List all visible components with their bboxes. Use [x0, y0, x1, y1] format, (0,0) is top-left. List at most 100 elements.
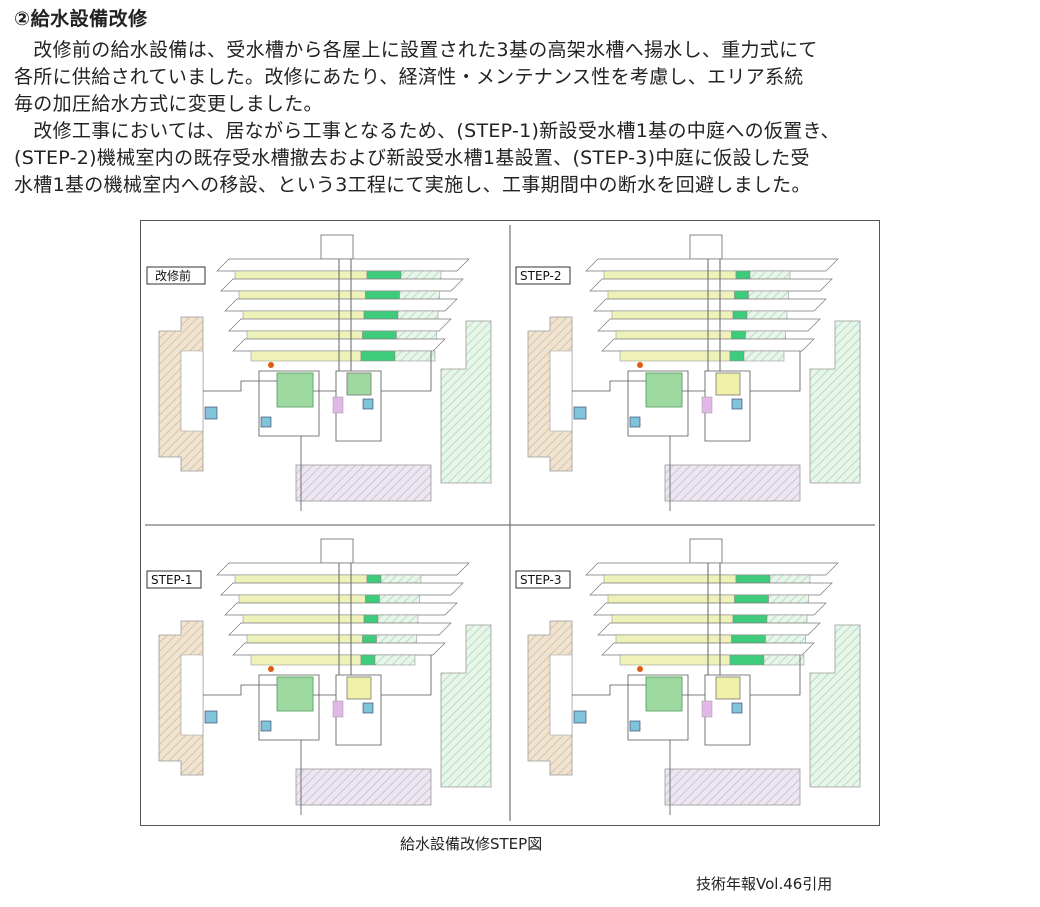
panel-label: STEP-3 [520, 573, 561, 587]
tank-marker [637, 362, 643, 368]
panel-label: STEP-2 [520, 269, 561, 283]
water-tank [645, 676, 683, 712]
panel-label-box [515, 570, 571, 589]
floor-slab [597, 318, 821, 332]
paragraph-line: 改修工事においては、居ながら工事となるため、(STEP-1)新設受水槽1基の中庭… [14, 120, 840, 142]
floor-slab [593, 298, 827, 312]
pump-icon [204, 710, 218, 724]
floor-slab [589, 582, 833, 596]
floor-slab [228, 622, 452, 636]
panel-label: STEP-1 [151, 573, 192, 587]
floor-zone [619, 654, 731, 666]
floor-slab [585, 258, 839, 272]
floor-zone-hatched [394, 350, 436, 362]
building-right [809, 320, 861, 484]
pink-zone [332, 396, 344, 414]
supply-pipe [203, 380, 277, 392]
pump-unit [715, 372, 741, 396]
paragraph-before: 改修前の給水設備は、受水槽から各屋上に設置された3基の高架水槽へ揚水し、重力式に… [14, 37, 1024, 118]
water-tank [645, 372, 683, 408]
pump-icon [629, 416, 641, 428]
supply-pipe [572, 380, 646, 392]
floor-zone-highlight [729, 350, 745, 362]
floor-zone-hatched [374, 654, 416, 666]
pump-unit [715, 676, 741, 700]
tank-marker [268, 666, 274, 672]
floor-slab [216, 562, 470, 576]
floor-slab [597, 622, 821, 636]
building-left-courtyard [180, 350, 204, 432]
supply-pipe [572, 684, 646, 696]
diagram-panel: STEP-2 [515, 234, 861, 511]
floor-zone [619, 350, 731, 362]
paragraph-line: 毎の加圧給水方式に変更しました。 [14, 93, 323, 115]
water-tank [276, 372, 314, 408]
rooftop-tank [320, 234, 354, 260]
pump-icon [362, 398, 374, 410]
pump-icon [629, 720, 641, 732]
floor-slab [216, 258, 470, 272]
pink-zone [701, 396, 713, 414]
pump-icon [731, 398, 743, 410]
floor-slab [220, 278, 464, 292]
building-right [440, 624, 492, 788]
panel-label: 改修前 [155, 268, 191, 283]
rooftop-tank [320, 538, 354, 564]
building-bottom [295, 464, 432, 502]
supply-pipe [381, 655, 432, 696]
floor-slab [220, 582, 464, 596]
tank-marker [268, 362, 274, 368]
supply-pipe [750, 351, 801, 392]
floor-zone-highlight [360, 654, 376, 666]
supply-pipe [203, 684, 277, 696]
pump-unit [346, 676, 372, 700]
building-bottom [295, 768, 432, 806]
floor-zone-highlight [729, 654, 765, 666]
pump-icon [731, 702, 743, 714]
pink-zone [701, 700, 713, 718]
floor-slab [593, 602, 827, 616]
floor-slab [589, 278, 833, 292]
building-bottom [664, 464, 801, 502]
floor-zone-hatched [763, 654, 805, 666]
supply-pipe [750, 655, 801, 696]
building-bottom [664, 768, 801, 806]
source-credit: 技術年報Vol.46引用 [696, 875, 833, 893]
paragraph-line: 水槽1基の機械室内への移設、という3工程にて実施し、工事期間中の断水を回避しまし… [14, 174, 811, 196]
diagram-panel: 改修前 [146, 234, 492, 511]
pump-icon [573, 710, 587, 724]
paragraph-line: 改修前の給水設備は、受水槽から各屋上に設置された3基の高架水槽へ揚水し、重力式に… [14, 39, 818, 61]
diagram-panel: STEP-3 [515, 538, 861, 815]
paragraph-steps: 改修工事においては、居ながら工事となるため、(STEP-1)新設受水槽1基の中庭… [14, 118, 1024, 199]
panel-label-box [515, 266, 571, 285]
diagram-panel: STEP-1 [146, 538, 492, 815]
floor-zone [250, 350, 362, 362]
panel-label-box [146, 570, 202, 589]
pump-icon [362, 702, 374, 714]
pump-icon [573, 406, 587, 420]
panel-label-box [146, 266, 206, 285]
pink-zone [332, 700, 344, 718]
floor-zone-highlight [360, 350, 396, 362]
pump-icon [260, 720, 272, 732]
paragraph-line: 各所に供給されていました。改修にあたり、経済性・メンテナンス性を考慮し、エリア系… [14, 66, 804, 88]
floor-zone [250, 654, 362, 666]
floor-zone-hatched [743, 350, 785, 362]
building-right [440, 320, 492, 484]
supply-pipe [381, 351, 432, 392]
floor-slab [585, 562, 839, 576]
pump-unit [346, 372, 372, 396]
building-left-courtyard [180, 654, 204, 736]
figure-caption: 給水設備改修STEP図 [400, 835, 543, 853]
pump-icon [260, 416, 272, 428]
water-tank [276, 676, 314, 712]
rooftop-tank [689, 538, 723, 564]
building-left-courtyard [549, 350, 573, 432]
section-heading: ②給水設備改修 [14, 8, 148, 30]
building-left-courtyard [549, 654, 573, 736]
rooftop-tank [689, 234, 723, 260]
floor-slab [224, 602, 458, 616]
floor-slab [224, 298, 458, 312]
tank-marker [637, 666, 643, 672]
